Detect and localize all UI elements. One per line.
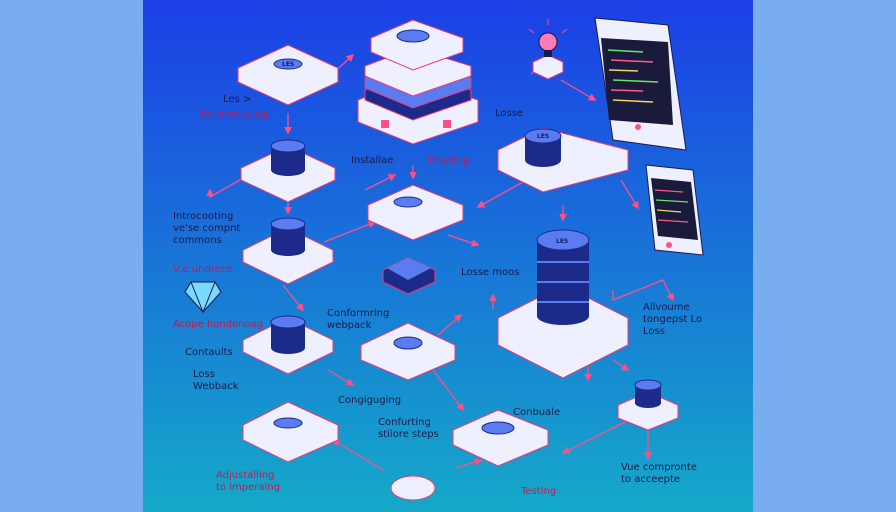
arrow-14 xyxy=(327,369,355,386)
arrow-21 xyxy=(454,458,483,469)
phone-device xyxy=(645,164,704,256)
line: to acceepte xyxy=(621,474,680,485)
line: to imperaing xyxy=(216,482,280,493)
line: Vue compronte xyxy=(621,462,697,473)
node-pill-bottom xyxy=(390,475,436,501)
node-adjust xyxy=(242,401,339,463)
label-install-b: Intalling xyxy=(429,155,469,166)
arrow-6 xyxy=(364,174,397,191)
label-conformring: Conformring webpack xyxy=(327,308,393,331)
label-testing: Testing xyxy=(520,486,556,497)
arrow-3 xyxy=(206,179,241,199)
line: Introcooting xyxy=(173,211,233,222)
arrow-7 xyxy=(282,284,304,312)
line: Loss xyxy=(193,369,215,380)
label-confurting: Confurting stiiore steps xyxy=(378,417,439,440)
label-allvoume: Allvoume tongepst Lo Loss xyxy=(643,302,705,337)
line: Adjustalling xyxy=(216,470,274,481)
arrow-5 xyxy=(323,220,377,243)
arrow-23 xyxy=(560,79,597,101)
arrow-8 xyxy=(476,181,524,208)
node-small-right xyxy=(617,379,679,431)
arrow-17 xyxy=(612,359,630,371)
left-margin xyxy=(0,0,143,512)
node-testing xyxy=(452,409,549,467)
arrow-20 xyxy=(331,439,384,471)
label-introducing-block: Introcooting ve'se compnt commons xyxy=(173,211,244,246)
gem-icon xyxy=(184,281,222,314)
arrow-15 xyxy=(432,369,464,412)
server-stack-top xyxy=(357,19,479,145)
node-install xyxy=(367,184,464,241)
label-intro-top: Les > xyxy=(223,94,251,105)
label-intro: Intromnucing xyxy=(201,109,268,120)
node-disk-2 xyxy=(240,139,336,203)
label-install-a: Installae xyxy=(351,155,393,166)
label-contaults: Contaults xyxy=(185,347,233,358)
label-losse-moos: Losse moos xyxy=(461,267,519,278)
node-text: LES xyxy=(556,238,568,245)
line: stiiore steps xyxy=(378,429,439,440)
arrow-13 xyxy=(437,313,463,336)
labels: Les > Intromnucing Installae Intalling L… xyxy=(173,94,560,497)
multiline-labels: Introcooting ve'se compnt commons Loss W… xyxy=(173,211,705,493)
arrow-25 xyxy=(612,279,674,302)
line: ve'se compnt xyxy=(173,223,240,234)
label-conbuale: Conbuale xyxy=(513,407,560,418)
label-vue-comprente: Vue compronte to acceepte xyxy=(621,462,700,485)
label-vue-undrece: V:e undrece xyxy=(173,264,232,275)
code-window xyxy=(594,17,687,151)
arrow-10 xyxy=(447,234,480,247)
line: webpack xyxy=(327,320,372,331)
node-disk-4 xyxy=(242,315,334,375)
line: tongepst Lo xyxy=(643,314,702,325)
node-text: LES xyxy=(537,133,549,140)
node-configuring xyxy=(360,322,456,381)
node-intro-top: LES xyxy=(237,44,339,106)
right-margin xyxy=(753,0,896,512)
line: Confurting xyxy=(378,417,431,428)
node-les-right: LES xyxy=(497,127,629,193)
arrow-19 xyxy=(561,417,634,454)
node-les-big: LES xyxy=(497,229,629,379)
label-adjustalling: Adjustalling to imperaing xyxy=(216,470,280,493)
node-small-button xyxy=(382,257,436,295)
arrow-24 xyxy=(620,179,639,210)
label-loss-webback: Loss Webback xyxy=(193,369,239,392)
label-acope: Acope hondonoag xyxy=(173,319,263,330)
label-losse: Losse xyxy=(495,108,523,119)
line: Allvoume xyxy=(643,302,690,313)
line: Conformring xyxy=(327,308,389,319)
node-text: LES xyxy=(282,61,294,68)
lightbulb-icon xyxy=(528,19,568,80)
webpack-vue-diagram: LES xyxy=(143,0,753,512)
line: commons xyxy=(173,235,222,246)
node-disk-3 xyxy=(242,217,334,285)
label-configuring: Congiguging xyxy=(338,395,401,406)
line: Webback xyxy=(193,381,239,392)
line: Loss xyxy=(643,326,665,337)
